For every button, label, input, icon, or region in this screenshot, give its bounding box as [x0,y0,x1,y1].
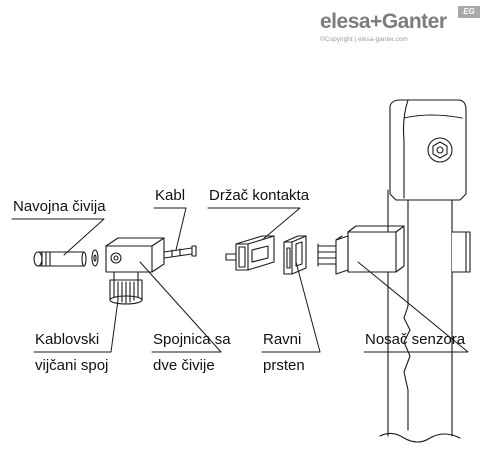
brand-badge: EG [458,6,480,18]
cable-screw-connection [109,271,143,305]
label-cable-screw-connection-line2: vijčani spoj [35,357,109,374]
leader-lines [11,207,469,353]
flat-ring [283,235,307,275]
threaded-pin [33,249,99,267]
sensor-mount-bracket [379,99,471,443]
label-cable-screw-connection-line1: Kablovski [35,331,100,348]
brand-logo-text: elesa+Ganter [320,10,447,33]
label-flat-ring-line1: Ravni [263,331,302,348]
sensor-holder-block [317,225,405,275]
contact-holder [225,235,275,271]
label-threaded-pin: Navojna čivija [13,198,106,215]
label-two-pin-coupling-line1: Spojnica sa [153,331,231,348]
label-contact-holder: Držač kontakta [209,187,310,204]
copyright-text: ©Copyright | elesa-ganter.com [320,36,408,43]
label-flat-ring-line2: prsten [263,357,305,374]
label-two-pin-coupling-line2: dve čivije [153,357,215,374]
label-sensor-mount: Nosač senzora [365,331,466,348]
label-cable: Kabl [155,187,186,204]
two-pin-coupling [105,237,197,273]
